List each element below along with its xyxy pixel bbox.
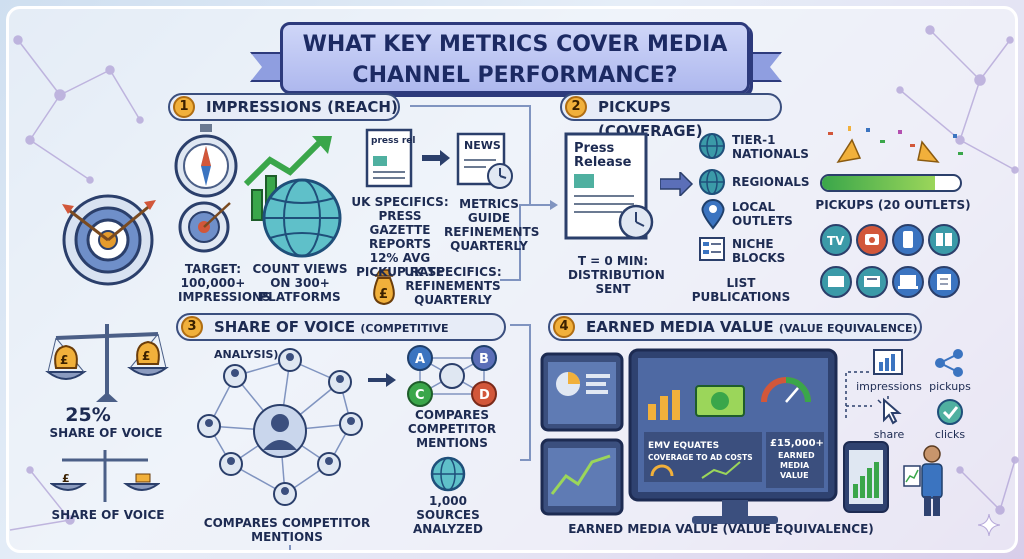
svg-text:£: £ (62, 472, 70, 485)
map-pin-icon (701, 198, 725, 230)
sov-percent: 25% (65, 404, 111, 426)
emv-value-line-1: EARNED (778, 451, 815, 460)
title-line-2: CHANNEL PERFORMANCE? (352, 63, 678, 88)
pickups-progress-bar (820, 174, 962, 192)
press-text-1: Press (574, 141, 614, 156)
sov-percent-label: SHARE OF VOICE (49, 426, 163, 440)
press-doc-text: press release (371, 136, 415, 146)
section-impressions-header: 1 IMPRESSIONS (REACH) (168, 93, 400, 121)
sparkle-icon (978, 514, 1000, 536)
outlet-local: LOCAL OUTLETS (732, 200, 793, 228)
press-release-large-icon: Press Release (564, 132, 654, 240)
competitor-abcd-icon: A B C D (407, 345, 497, 407)
confetti-icon (828, 126, 963, 164)
money-bag-icon: £ (373, 269, 395, 306)
media-icons-grid: TV (820, 224, 960, 298)
cursor-click-icon (877, 396, 902, 425)
emv-value-line-2: MEDIA (780, 461, 810, 470)
section-sublabel: (VALUE EQUIVALENCE) (778, 322, 918, 335)
arrow-right-icon (368, 373, 396, 387)
list-blocks-icon (699, 237, 725, 261)
sov-bottom-label: SHARE OF VOICE (51, 508, 165, 522)
side-label-pickups: pickups (929, 380, 971, 393)
tv-icon-text: TV (827, 234, 845, 248)
letter-c: C (415, 388, 425, 403)
list-publications-label: LIST PUBLICATIONS (691, 276, 791, 304)
emv-dashboard-illustration: EMV EQUATES COVERAGE TO AD COSTS £15,000… (540, 348, 838, 524)
section-number: 4 (553, 316, 575, 338)
section-number: 2 (565, 96, 587, 118)
uk-specifics-pickup-label: UK SPECIFICS: PRESS GAZETTE REPORTS 12% … (351, 195, 449, 279)
section-emv-header: 4 EARNED MEDIA VALUE (VALUE EQUIVALENCE) (548, 313, 922, 341)
scale-balance-icon: £ £ (45, 324, 169, 402)
bar-chart-icon (873, 349, 903, 375)
press-text-2: Release (574, 155, 632, 170)
emv-value-text: £15,000+ (770, 438, 824, 449)
letter-b: B (479, 352, 489, 367)
side-label-share: share (873, 428, 905, 441)
news-doc-icon: NEWS (456, 132, 513, 189)
metrics-guide-label: METRICS GUIDE REFINEMENTS QUARTERLY (444, 197, 540, 253)
emv-center-text-2: COVERAGE TO AD COSTS (648, 453, 753, 462)
letter-a: A (415, 352, 425, 367)
globe-growth-icon (243, 136, 342, 258)
compares-competitor-bottom-label: COMPARES COMPETITOR MENTIONS (203, 516, 371, 544)
outlet-regionals: REGIONALS (732, 175, 810, 189)
side-label-clicks: clicks (934, 428, 966, 441)
press-release-doc-icon: press release (365, 128, 415, 188)
section-label: EARNED MEDIA VALUE (586, 318, 774, 336)
svg-text:£: £ (379, 287, 388, 302)
emv-value-line-3: VALUE (780, 471, 809, 480)
t-zero-label: T = 0 MIN: DISTRIBUTION SENT (568, 254, 665, 296)
clicks-icon (937, 399, 963, 425)
dashed-connectors (845, 371, 872, 418)
small-target-icon (178, 201, 231, 253)
emv-center-text-1: EMV EQUATES (648, 441, 719, 451)
sources-analyzed-label: 1,000 SOURCES ANALYZED (413, 494, 483, 536)
svg-text:£: £ (60, 353, 68, 367)
letter-d: D (479, 388, 490, 403)
target-icon (62, 194, 156, 286)
side-label-impressions: impressions (856, 380, 922, 393)
small-scale-icon: £ (50, 450, 160, 502)
people-network (197, 348, 363, 506)
section-sov-header: 3 SHARE OF VOICE (COMPETITIVE ANALYSIS) (176, 313, 506, 361)
section-number: 1 (173, 96, 195, 118)
share-icon (935, 349, 963, 377)
sources-globe-icon (430, 456, 466, 492)
compass-icon (174, 124, 238, 198)
outlet-niche: NICHE BLOCKS (732, 237, 786, 265)
target-impressions-label: TARGET: 100,000+ IMPRESSIONS (178, 262, 271, 304)
arrow-right-icon (422, 150, 450, 166)
section-label: IMPRESSIONS (REACH) (206, 98, 398, 116)
pickups-progress-fill (822, 176, 936, 190)
svg-text:£: £ (142, 349, 150, 363)
section-label: SHARE OF VOICE (214, 318, 356, 336)
globe-icon (699, 169, 725, 195)
section-pickups-header: 2 PICKUPS (COVERAGE) (560, 93, 782, 140)
globe-icon (699, 133, 725, 159)
section-sublabel: (COMPETITIVE ANALYSIS) (214, 322, 449, 361)
count-views-label: COUNT VIEWS ON 300+ PLATFORMS (252, 262, 348, 304)
compares-mentions-label: COMPARES COMPETITOR MENTIONS (407, 408, 497, 450)
distribute-arrow-icon (660, 172, 694, 196)
news-doc-text: NEWS (464, 139, 501, 152)
outlet-tier1: TIER-1 NATIONALS (732, 133, 809, 161)
emv-bottom-label: EARNED MEDIA VALUE (VALUE EQUIVALENCE) (568, 522, 874, 536)
title-line-1: WHAT KEY METRICS COVER MEDIA (302, 32, 728, 57)
page-title: WHAT KEY METRICS COVER MEDIA CHANNEL PER… (280, 22, 750, 94)
tablet-person-icon (843, 441, 943, 516)
uk-specifics-refinements-label: UK SPECIFICS: REFINEMENTS QUARTERLY (404, 265, 502, 307)
section-number: 3 (181, 316, 203, 338)
pickups-count-label: PICKUPS (20 OUTLETS) (815, 198, 971, 212)
